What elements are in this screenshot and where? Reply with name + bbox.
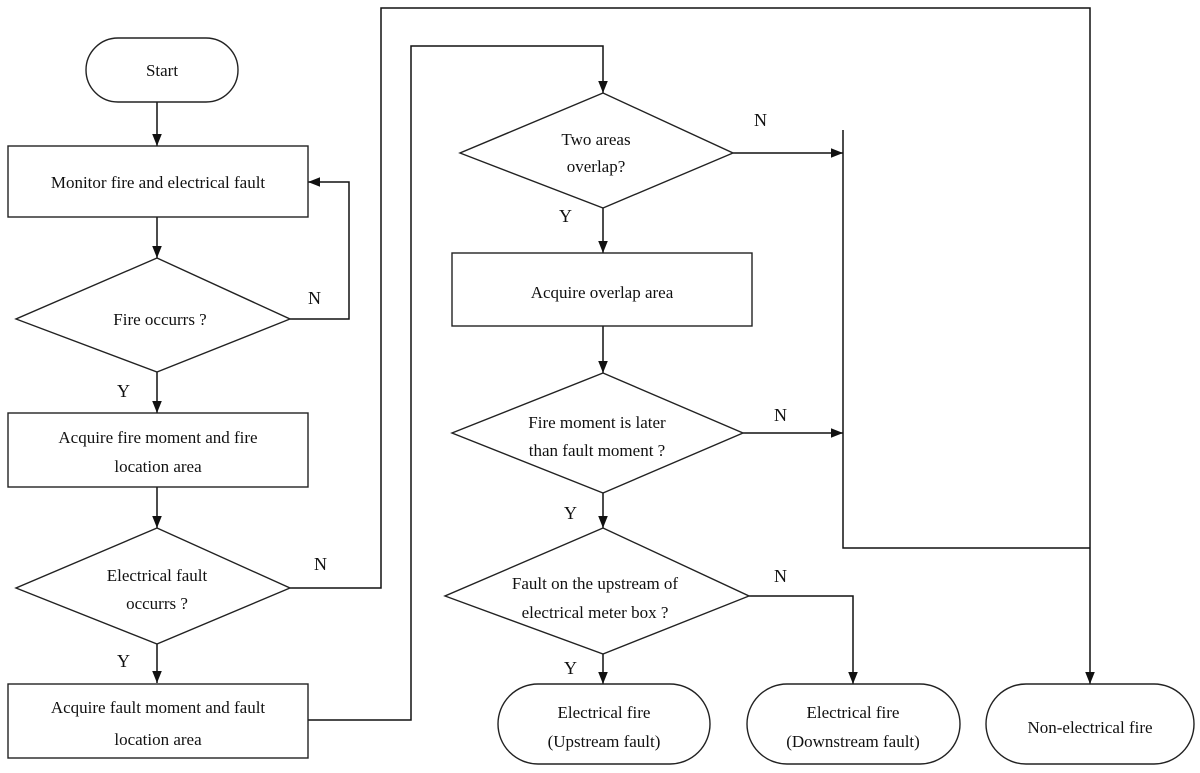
ef-upstream-label: (Upstream fault) xyxy=(548,732,661,751)
elec-fault-label: occurrs ? xyxy=(126,594,188,613)
elec-fault-decision: Electrical fault occurrs ? xyxy=(14,527,292,645)
label-no: N xyxy=(774,566,787,586)
acquire-fire-process: Acquire fire moment and fire location ar… xyxy=(7,412,309,488)
acquire-overlap-label: Acquire overlap area xyxy=(531,283,674,302)
fire-occurs-label: Fire occurrs ? xyxy=(113,310,206,329)
fire-later-decision: Fire moment is later than fault moment ? xyxy=(450,372,745,494)
fire-occurs-decision: Fire occurrs ? xyxy=(14,257,292,373)
arrow-fire-occurs-no-loop xyxy=(290,177,350,320)
acquire-fault-process: Acquire fault moment and fault location … xyxy=(7,683,309,759)
branch-labels: N Y N Y N Y N Y N Y xyxy=(117,110,787,678)
label-no: N xyxy=(754,110,767,130)
ef-downstream-label: (Downstream fault) xyxy=(786,732,920,751)
elec-fault-label: Electrical fault xyxy=(107,566,208,585)
label-yes: Y xyxy=(117,381,130,401)
upstream-label: Fault on the upstream of xyxy=(512,574,679,593)
merge-line-non-electrical xyxy=(842,130,1090,549)
two-areas-label: overlap? xyxy=(567,157,626,176)
label-yes: Y xyxy=(564,503,577,523)
label-no: N xyxy=(774,405,787,425)
acquire-fire-label: location area xyxy=(114,457,202,476)
electrical-fire-downstream-terminal: Electrical fire (Downstream fault) xyxy=(746,683,961,765)
label-yes: Y xyxy=(559,206,572,226)
monitor-process: Monitor fire and electrical fault xyxy=(7,145,309,218)
arrow-elec-fault-no xyxy=(290,7,1095,684)
acquire-fault-label: location area xyxy=(114,730,202,749)
monitor-label: Monitor fire and electrical fault xyxy=(51,173,266,192)
non-electrical-label: Non-electrical fire xyxy=(1027,718,1152,737)
acquire-fault-label: Acquire fault moment and fault xyxy=(51,698,266,717)
ef-downstream-label: Electrical fire xyxy=(807,703,900,722)
fire-later-label: than fault moment ? xyxy=(529,441,665,460)
acquire-fire-label: Acquire fire moment and fire xyxy=(58,428,257,447)
arrow-acquire-fault-to-two-areas xyxy=(308,45,608,721)
acquire-overlap-process: Acquire overlap area xyxy=(451,252,753,327)
start-label: Start xyxy=(146,61,178,80)
connectors xyxy=(152,7,1095,721)
arrow-upstream-no xyxy=(749,595,858,684)
upstream-label: electrical meter box ? xyxy=(522,603,669,622)
upstream-decision: Fault on the upstream of electrical mete… xyxy=(443,527,751,655)
label-yes: Y xyxy=(564,658,577,678)
ef-upstream-label: Electrical fire xyxy=(558,703,651,722)
label-no: N xyxy=(308,288,321,308)
fire-later-label: Fire moment is later xyxy=(528,413,666,432)
electrical-fire-upstream-terminal: Electrical fire (Upstream fault) xyxy=(497,683,711,765)
non-electrical-fire-terminal: Non-electrical fire xyxy=(985,683,1195,765)
label-yes: Y xyxy=(117,651,130,671)
two-areas-decision: Two areas overlap? xyxy=(458,92,735,209)
two-areas-label: Two areas xyxy=(561,130,630,149)
label-no: N xyxy=(314,554,327,574)
start-terminal: Start xyxy=(85,37,239,103)
